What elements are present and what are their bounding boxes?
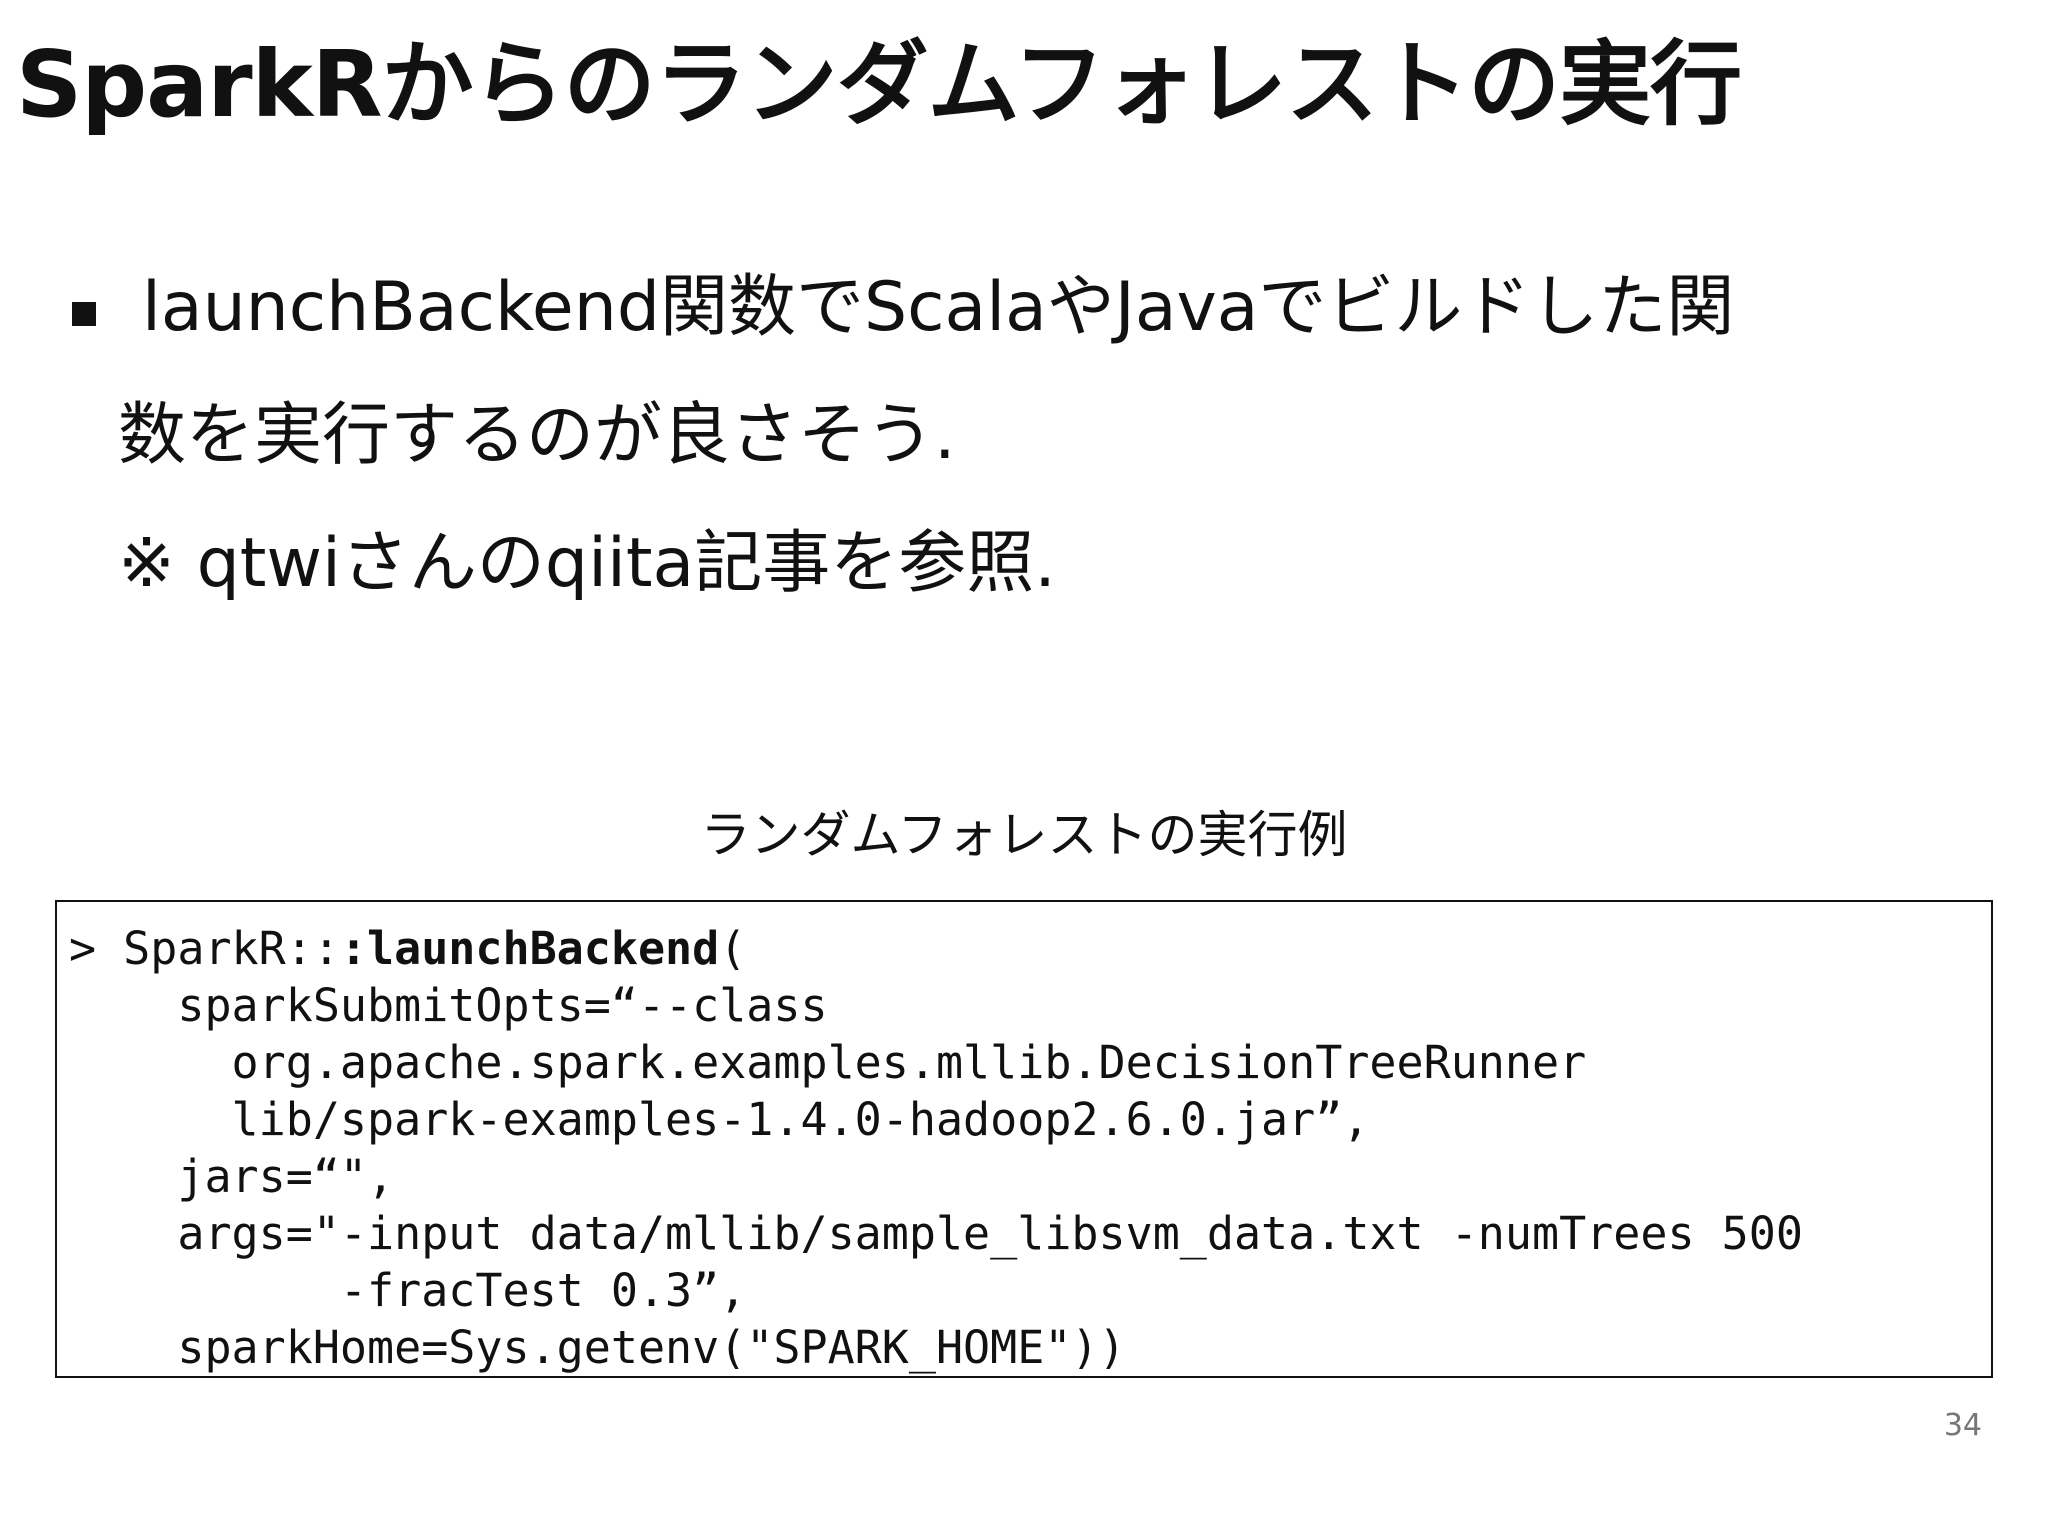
bullet-text-line-1: launchBackend関数でScalaやJavaでビルドした関 — [142, 268, 1735, 347]
code-line-7: -fracTest 0.3”, — [69, 1264, 747, 1317]
code-function-name: :launchBackend — [339, 922, 720, 975]
reference-note: ※ qtwiさんのqiita記事を参照. — [118, 524, 1056, 603]
bullet-text-line-2: 数を実行するのが良さそう. — [118, 396, 956, 475]
code-line-8: sparkHome=Sys.getenv("SPARK_HOME")) — [69, 1321, 1126, 1374]
code-prompt-text: > SparkR:: — [69, 922, 340, 975]
slide-title: SparkRからのランダムフォレストの実行 — [16, 31, 1742, 138]
code-line-5: jars=“", — [69, 1150, 395, 1203]
code-block: > SparkR:::launchBackend( sparkSubmitOpt… — [55, 900, 1993, 1378]
code-line-2: sparkSubmitOpts=“--class — [69, 979, 828, 1032]
page-number: 34 — [1943, 1408, 1982, 1443]
code-line-6: args="-input data/mllib/sample_libsvm_da… — [69, 1207, 1803, 1260]
code-line-3: org.apache.spark.examples.mllib.Decision… — [69, 1036, 1587, 1089]
code-open-paren: ( — [719, 922, 747, 975]
code-line-1: > SparkR:::launchBackend( — [69, 920, 1979, 977]
square-bullet-icon — [72, 302, 96, 326]
code-caption: ランダムフォレストの実行例 — [700, 806, 1348, 864]
code-line-4: lib/spark-examples-1.4.0-hadoop2.6.0.jar… — [69, 1093, 1370, 1146]
